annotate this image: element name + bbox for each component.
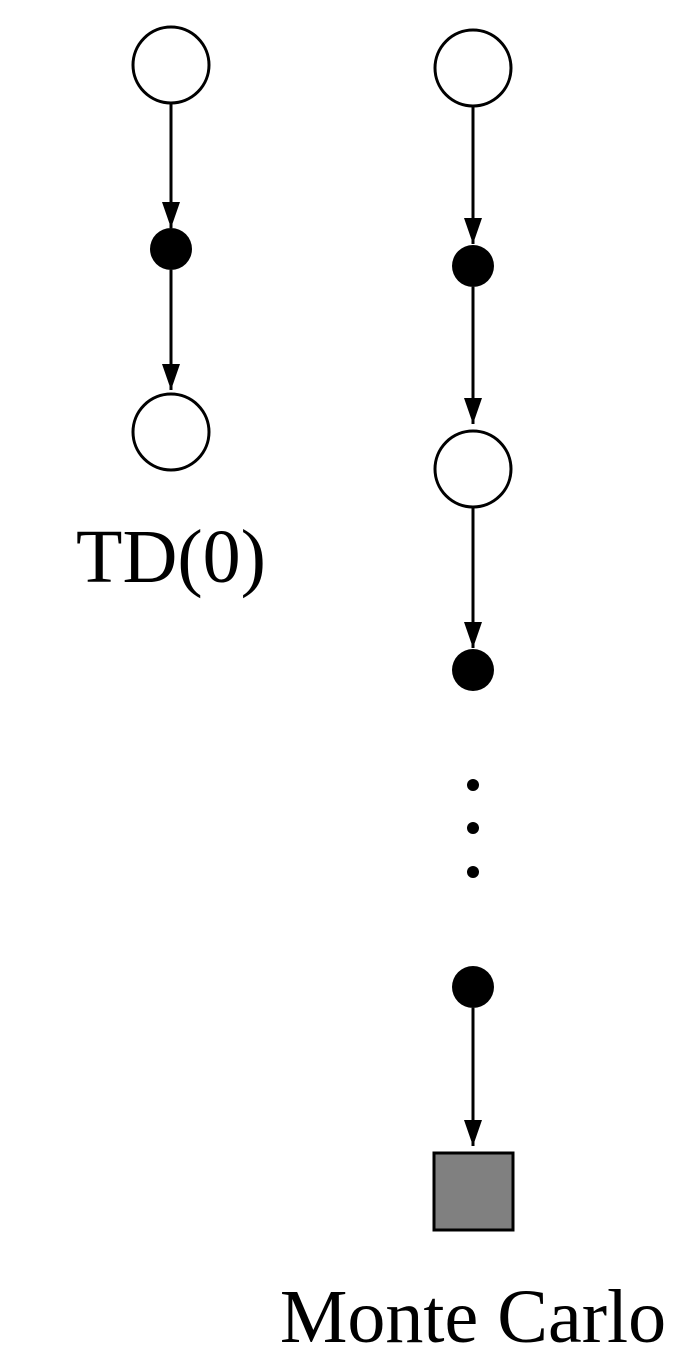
state-node — [433, 28, 513, 108]
td0-label: TD(0) — [76, 515, 266, 599]
action-node — [452, 966, 494, 1008]
ellipsis-dot — [467, 779, 479, 791]
arrowhead-icon — [464, 398, 482, 424]
terminal-node — [432, 1151, 515, 1232]
ellipsis — [467, 779, 479, 878]
state-node — [433, 429, 513, 509]
td0-diagram: TD(0) — [76, 25, 266, 599]
arrowhead-icon — [464, 622, 482, 648]
arrowhead-icon — [162, 364, 180, 390]
arrowhead-icon — [464, 218, 482, 244]
monte-carlo-label: Monte Carlo — [280, 1275, 666, 1359]
action-node — [452, 649, 494, 691]
arrowhead-icon — [162, 202, 180, 228]
state-node — [131, 25, 211, 105]
action-node — [150, 228, 192, 270]
arrowhead-icon — [464, 1120, 482, 1146]
action-node — [452, 245, 494, 287]
state-node — [131, 392, 211, 472]
ellipsis-dot — [467, 866, 479, 878]
monte-carlo-diagram: Monte Carlo — [280, 28, 666, 1359]
ellipsis-dot — [467, 822, 479, 834]
